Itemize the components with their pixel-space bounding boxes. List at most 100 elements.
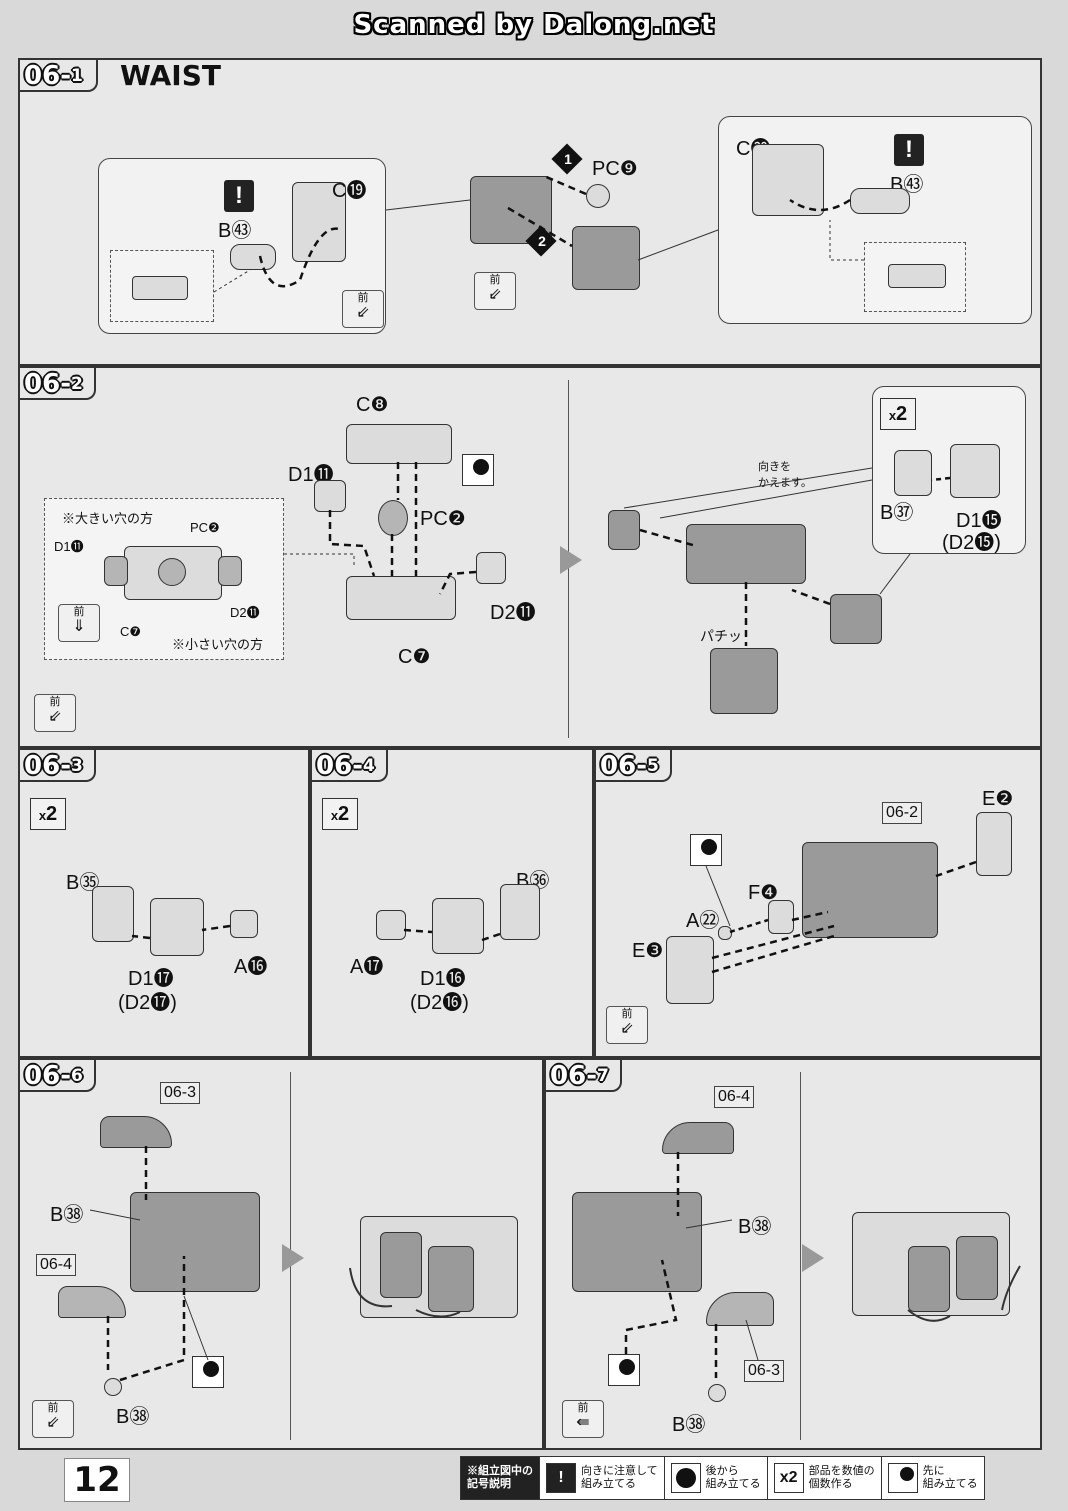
label-b38-top: B㊳ xyxy=(738,1216,772,1238)
label-big-hole: ※大きい穴の方 xyxy=(62,511,154,526)
legend-item: x2 部品を数値の 個数作る xyxy=(766,1457,881,1499)
assembly-lines xyxy=(284,462,951,646)
legend-text: 向きに注意して 組み立てる xyxy=(581,1465,658,1490)
part-d2-top xyxy=(218,556,242,586)
label-c7: C❼ xyxy=(398,646,431,668)
order-2-label: 2 xyxy=(538,233,546,249)
label-b38-top: B㊳ xyxy=(50,1204,84,1226)
label-b37: B㊲ xyxy=(880,502,914,524)
legend-item: 先に 組み立てる xyxy=(880,1457,984,1499)
section-title: WAIST xyxy=(120,59,221,92)
label-pc2: PC❷ xyxy=(420,508,466,530)
ref-tag: 06-4 xyxy=(714,1086,755,1108)
part-e2 xyxy=(976,812,1012,876)
legend-text: 部品を数値の 個数作る xyxy=(808,1465,875,1490)
multiply-icon: x2 xyxy=(30,798,66,830)
step-tab xyxy=(20,60,98,92)
warning-icon: ! xyxy=(546,1463,576,1493)
part-a16 xyxy=(230,910,258,938)
legend-item: 後から 組み立てる xyxy=(663,1457,767,1499)
assemble-later-icon xyxy=(670,1463,701,1493)
panel-06-5: 06-5 06-2 E❷ F❹ A㉒ E❸ 前⇙ xyxy=(594,748,1042,1058)
label-d2-11: D2⓫ xyxy=(490,602,536,624)
label-a17: A⓱ xyxy=(350,956,384,978)
label-a16: A⓰ xyxy=(234,956,268,978)
assemble-later-icon xyxy=(462,454,494,486)
assembly-lines xyxy=(131,924,231,940)
part-d1-17 xyxy=(150,898,204,956)
part-waist-lower xyxy=(572,226,640,290)
page-number: 12 xyxy=(64,1458,130,1502)
assembly-lines xyxy=(624,1152,1021,1378)
part-a22 xyxy=(718,926,732,940)
part-waist-block xyxy=(686,524,806,584)
panel-06-3: 06-3 x2 B㉟ D1⓱ (D2⓱) A⓰ xyxy=(18,748,310,1058)
label-b38-bottom: B㊳ xyxy=(116,1406,150,1428)
part-pc2-top xyxy=(158,558,186,586)
label-d2-11-inset: D2⓫ xyxy=(230,605,260,620)
step-tab xyxy=(546,1060,622,1092)
label-snap: パチッ xyxy=(700,628,742,644)
panel-06-4: 06-4 x2 B㊱ A⓱ D1⓰ (D2⓰) xyxy=(310,748,594,1058)
label-c19: C⓳ xyxy=(332,180,367,202)
part-d1-15-detail xyxy=(950,444,1000,498)
label-a22: A㉒ xyxy=(686,910,720,932)
step-number: 06-2 xyxy=(24,369,83,399)
panel-06-6: 06-6 06-3 B㊳ 06-4 B㊳ 前⇙ xyxy=(18,1058,544,1450)
order-1-label: 1 xyxy=(564,151,572,167)
part-pc9 xyxy=(586,184,610,208)
part-a17 xyxy=(376,910,406,940)
part-armor-06-4 xyxy=(58,1286,126,1318)
divider xyxy=(800,1072,801,1440)
multiply-icon: x2 xyxy=(773,1463,804,1493)
part-b35 xyxy=(92,886,134,942)
front-indicator: 前⇙ xyxy=(32,1400,74,1438)
front-indicator: 前⇙ xyxy=(606,1006,648,1044)
label-small-hole: ※小さい穴の方 xyxy=(172,637,264,652)
part-b43 xyxy=(230,244,276,270)
part-d2-11 xyxy=(476,552,506,584)
assembly-lines xyxy=(403,928,501,942)
scan-credit: Scanned by Dalong.net xyxy=(353,10,715,40)
part-waist-assembly xyxy=(130,1192,260,1292)
panel-06-1: 06-1 WAIST ! B㊸ C⓳ 前⇙ PC❾ 1 2 前⇙ C⓴ ! B㊸ xyxy=(18,58,1042,366)
step-number: 06-3 xyxy=(24,751,83,781)
label-d2-17: (D2⓱) xyxy=(118,992,177,1014)
symbol-legend: ※組立図中の 記号説明 ! 向きに注意して 組み立てる 後から 組み立てる x2… xyxy=(460,1456,985,1500)
next-arrow xyxy=(282,1244,304,1272)
part-armor-06-4 xyxy=(662,1122,734,1154)
step-number: 06-6 xyxy=(24,1061,83,1091)
assembly-lines xyxy=(213,174,864,293)
part-waist-assembly xyxy=(572,1192,702,1292)
part-waist-block xyxy=(802,842,938,938)
step-number: 06-4 xyxy=(316,751,375,781)
part-sketch xyxy=(132,276,188,300)
step-number: 06-5 xyxy=(600,751,659,781)
part-c20 xyxy=(752,144,824,216)
part-b37 xyxy=(894,450,932,496)
label-c7-inset: C❼ xyxy=(120,624,142,639)
step-tab xyxy=(312,750,388,782)
part-waist-result xyxy=(710,648,778,714)
label-e2: E❷ xyxy=(982,788,1014,810)
ref-tag: 06-2 xyxy=(882,802,923,824)
warning-icon: ! xyxy=(224,180,254,212)
label-f4: F❹ xyxy=(748,882,779,904)
next-arrow xyxy=(560,546,582,574)
assemble-later-icon xyxy=(192,1356,224,1388)
label-b35: B㉟ xyxy=(66,872,100,894)
front-indicator: 前⇓ xyxy=(58,604,100,642)
label-b43-left: B㊸ xyxy=(218,220,252,242)
legend-item: ! 向きに注意して 組み立てる xyxy=(539,1457,664,1499)
part-c7 xyxy=(346,576,456,620)
legend-text: 先に 組み立てる xyxy=(922,1465,978,1490)
part-result-armor-right xyxy=(428,1246,474,1312)
label-d1-15: D1⓯ xyxy=(956,510,1002,532)
panel-06-7: 06-7 06-4 B㊳ 06-3 B㊳ 前⇚ xyxy=(544,1058,1042,1450)
part-c19 xyxy=(292,182,346,262)
label-d1-11-inset: D1⓫ xyxy=(54,539,84,554)
front-indicator: 前⇙ xyxy=(474,272,516,310)
warning-icon: ! xyxy=(894,134,924,166)
panel-06-2: 06-2 ※大きい穴の方 PC❷ D1⓫ D2⓫ C❼ ※小さい穴の方 前⇓ C… xyxy=(18,366,1042,748)
step-tab xyxy=(20,750,96,782)
